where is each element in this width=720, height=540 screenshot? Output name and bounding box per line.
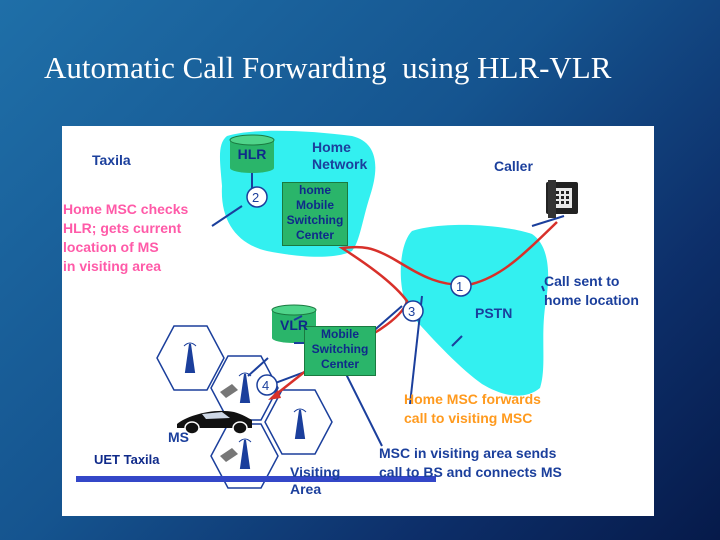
car-icon	[177, 410, 252, 435]
uet-rule	[76, 476, 436, 482]
step-number-3: 3	[408, 304, 416, 319]
step-number-1: 1	[456, 279, 464, 294]
taxila-label: Taxila	[92, 152, 131, 168]
pstn-label: PSTN	[475, 305, 513, 321]
step-circle-3	[402, 300, 424, 322]
telephone-icon	[546, 180, 578, 218]
step-circle-4	[256, 374, 278, 396]
step-number-2: 2	[252, 190, 260, 205]
diagram-canvas	[76, 130, 578, 489]
note-call-sent: Call sent to home location	[544, 273, 639, 308]
note-visiting: MSC in visiting area sends call to BS an…	[379, 445, 562, 480]
visiting-msc-box: Mobile Switching Center	[304, 326, 376, 376]
step-circle-2	[246, 186, 268, 208]
step-circles	[246, 186, 472, 396]
home-network-label: Home Network	[312, 139, 368, 172]
ms-label: MS	[168, 429, 189, 445]
vlr-label: VLR	[280, 317, 308, 333]
hlr-database-icon	[229, 134, 275, 173]
pstn-cloud	[400, 224, 549, 396]
hlr-label: HLR	[237, 146, 267, 162]
antenna-tower-icon	[184, 343, 306, 469]
diagram-panel: Taxila HLR Home Network Caller home Mobi…	[62, 126, 654, 516]
home-msc-box: home Mobile Switching Center	[282, 182, 348, 246]
note-hlr-check: Home MSC checks HLR; gets current locati…	[63, 201, 189, 274]
step-circle-1	[450, 275, 472, 297]
caller-label: Caller	[494, 158, 533, 174]
uet-taxila-label: UET Taxila	[94, 452, 160, 467]
visiting-area-label: Visiting Area	[290, 464, 341, 497]
slide-title: Automatic Call Forwarding using HLR-VLR	[44, 50, 612, 85]
call-arrowhead	[268, 390, 281, 400]
step-number-4: 4	[262, 378, 270, 393]
note-forward: Home MSC forwards call to visiting MSC	[404, 391, 541, 426]
mobile-phone-icon	[220, 384, 238, 462]
